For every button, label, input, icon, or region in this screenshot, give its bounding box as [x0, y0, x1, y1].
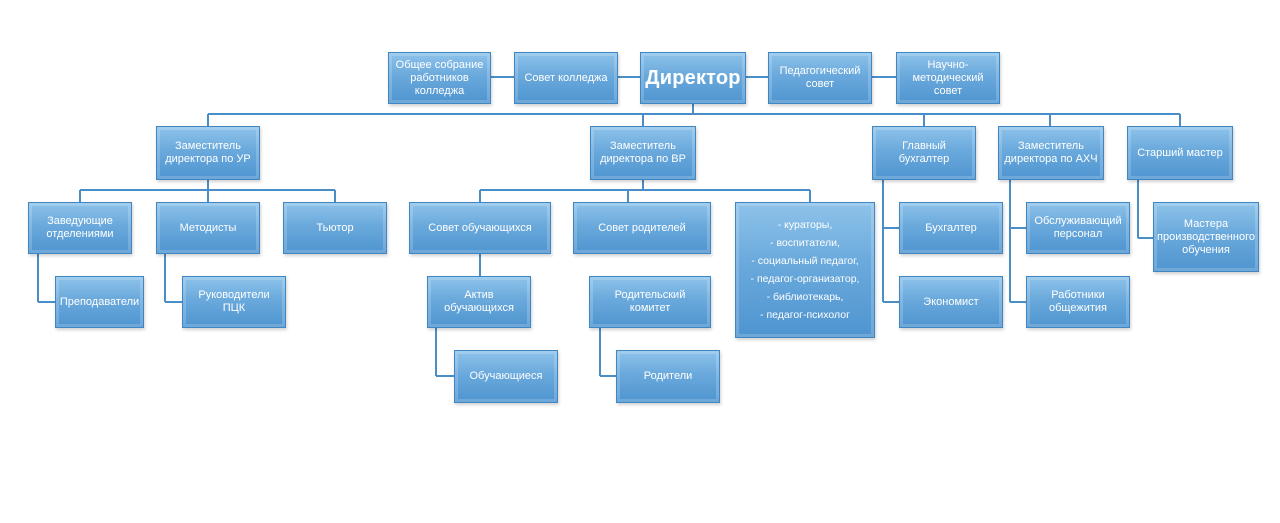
parents-council-box: Совет родителей	[573, 202, 711, 254]
deputy-director-ahch-box: Заместитель директора по АХЧ	[998, 126, 1104, 180]
deputy-director-ur-box: Заместитель директора по УР	[156, 126, 260, 180]
production-masters-box: Мастера производственного обучения	[1153, 202, 1259, 272]
service-staff-box: Обслуживающий персонал	[1026, 202, 1130, 254]
methodologists-box: Методисты	[156, 202, 260, 254]
tutor-box: Тьютор	[283, 202, 387, 254]
heads-of-departments-box: Заведующие отделениями	[28, 202, 132, 254]
general-meeting-box: Общее собрание работников колледжа	[388, 52, 491, 104]
accountant-box: Бухгалтер	[899, 202, 1003, 254]
senior-master-box: Старший мастер	[1127, 126, 1233, 180]
college-council-box: Совет колледжа	[514, 52, 618, 104]
parents-box: Родители	[616, 350, 720, 403]
students-council-box: Совет обучающихся	[409, 202, 551, 254]
students-activists-box: Актив обучающихся	[427, 276, 531, 328]
students-box: Обучающиеся	[454, 350, 558, 403]
pck-heads-box: Руководители ПЦК	[182, 276, 286, 328]
teachers-box: Преподаватели	[55, 276, 144, 328]
economist-box: Экономист	[899, 276, 1003, 328]
chief-accountant-box: Главный бухгалтер	[872, 126, 976, 180]
director-box: Директор	[640, 52, 746, 104]
deputy-director-vr-box: Заместитель директора по ВР	[590, 126, 696, 180]
dormitory-staff-box: Работники общежития	[1026, 276, 1130, 328]
pedagogical-staff-list-box: - кураторы, - воспитатели, - социальный …	[735, 202, 875, 338]
parents-committee-box: Родительский комитет	[589, 276, 711, 328]
scientific-methodical-council-box: Научно- методический совет	[896, 52, 1000, 104]
pedagogical-council-box: Педагогический совет	[768, 52, 872, 104]
